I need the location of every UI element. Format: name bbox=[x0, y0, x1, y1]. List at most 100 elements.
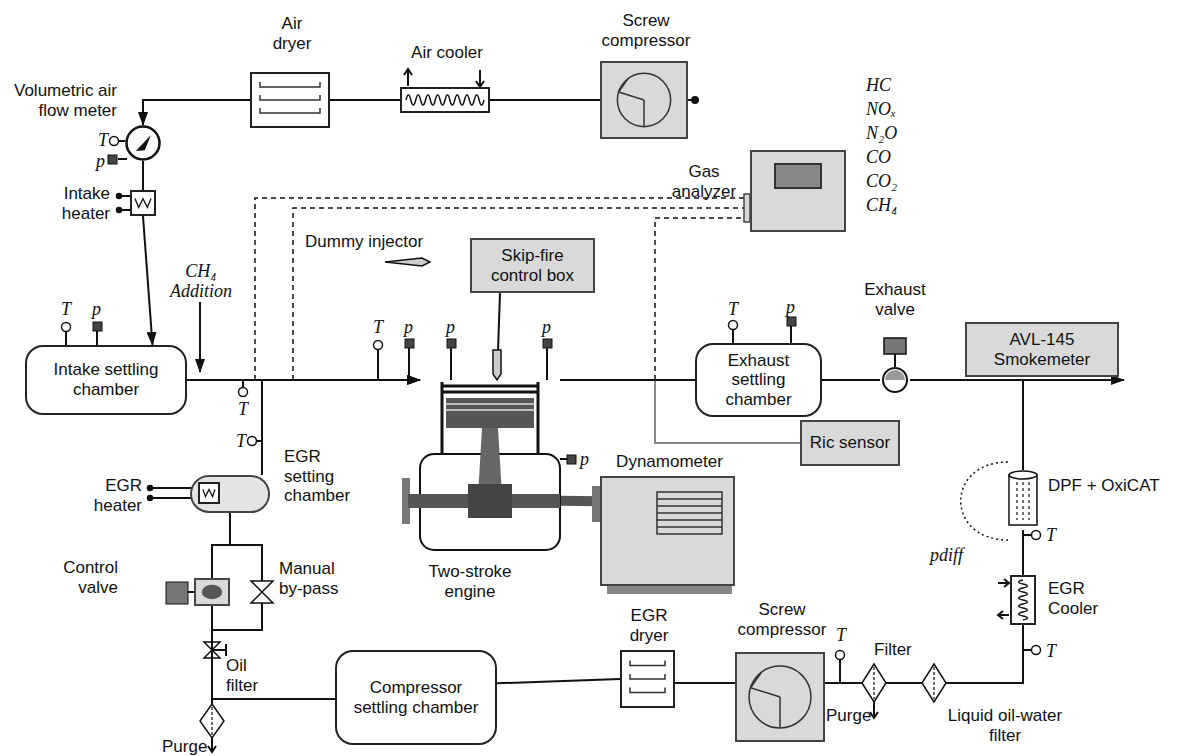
symbol-drawing bbox=[196, 580, 228, 604]
drawing-part bbox=[446, 404, 534, 410]
annotation-label: p bbox=[446, 318, 458, 338]
drawing-part bbox=[922, 664, 946, 702]
annotation-label: Purge bbox=[162, 737, 212, 756]
annotation-label: CH₄ bbox=[866, 196, 906, 216]
symbol-drawing bbox=[602, 478, 733, 584]
drawing-part bbox=[592, 486, 600, 522]
drawing-part bbox=[62, 137, 1041, 660]
drawing-part bbox=[493, 350, 501, 380]
pipe-connector bbox=[1022, 530, 1024, 575]
node-label: Filter bbox=[874, 640, 924, 660]
node-label: Screw compressor bbox=[732, 600, 832, 639]
drawing-part bbox=[255, 198, 968, 380]
control-valve: Control valve bbox=[194, 578, 230, 606]
drawing-part bbox=[619, 79, 644, 127]
drawing-part bbox=[657, 519, 722, 520]
annotation-label: CO bbox=[866, 148, 906, 168]
drawing-part bbox=[66, 69, 1124, 752]
drawing-part bbox=[260, 95, 320, 100]
drawing-part bbox=[883, 368, 907, 392]
pipe-connector bbox=[143, 100, 250, 125]
drawing-part bbox=[836, 651, 845, 660]
drawing-part bbox=[447, 339, 456, 348]
annotation-label: T bbox=[61, 300, 73, 320]
drawing-part bbox=[749, 666, 811, 728]
node-label: Liquid oil-water filter bbox=[940, 706, 1070, 745]
heater-box: EGR heater bbox=[198, 482, 220, 504]
symbol-drawing bbox=[1008, 470, 1038, 530]
settling-chamber: Intake settling chamber bbox=[25, 345, 187, 415]
node-label: Air dryer bbox=[267, 14, 317, 53]
annotation-label: HC bbox=[866, 76, 906, 96]
annotation-label: NOₓ bbox=[866, 100, 906, 120]
drawing-part bbox=[148, 496, 153, 501]
annotation-label: T bbox=[836, 626, 848, 646]
drawing-part bbox=[862, 664, 886, 702]
drawing-part bbox=[657, 512, 722, 513]
symbol-drawing bbox=[251, 581, 273, 603]
node-label: EGR heater bbox=[72, 476, 142, 515]
compressor-box: Screw compressor bbox=[600, 61, 688, 139]
pipe-connector bbox=[143, 216, 153, 345]
drawing-part bbox=[260, 82, 320, 87]
drawing-part bbox=[93, 155, 796, 604]
dryer-box: Air dryer bbox=[250, 72, 330, 128]
drawing-part bbox=[110, 137, 119, 146]
symbol-drawing bbox=[420, 380, 560, 555]
drawing-part bbox=[135, 199, 151, 208]
symbol-drawing bbox=[752, 152, 844, 230]
drawing-part bbox=[873, 667, 874, 699]
drawing-part bbox=[108, 155, 117, 164]
annotation-label: T bbox=[373, 318, 385, 338]
node-text: Compressor settling chamber bbox=[337, 678, 495, 717]
annotation-label: T bbox=[98, 131, 110, 151]
settling-chamber: Exhaust settling chamber bbox=[695, 343, 822, 417]
drawing-part bbox=[657, 492, 722, 534]
settling-chamber: Compressor settling chamber bbox=[335, 650, 497, 745]
node-text: Intake settling chamber bbox=[27, 360, 185, 399]
node-label: EGR setting chamber bbox=[284, 447, 364, 506]
node-text: Exhaust settling chamber bbox=[697, 351, 820, 410]
drawing-part bbox=[543, 339, 552, 348]
drawing-part bbox=[117, 194, 122, 199]
filter-cylinder: DPF + OxiCAT bbox=[1008, 470, 1038, 530]
drawing-part bbox=[961, 462, 1008, 540]
node-text: Skip-fire control box bbox=[472, 246, 593, 285]
drawing-part bbox=[136, 135, 151, 151]
drawing-part bbox=[657, 505, 722, 506]
drawing-part bbox=[239, 388, 248, 397]
filter-symbol: Filter bbox=[862, 664, 886, 702]
drawing-part bbox=[885, 370, 905, 380]
drawing-part bbox=[446, 398, 534, 428]
drawing-part bbox=[657, 526, 722, 527]
symbol-drawing bbox=[1012, 577, 1034, 623]
node-label: EGR Cooler bbox=[1048, 579, 1108, 618]
drawing-part bbox=[212, 644, 226, 656]
drawing-part bbox=[211, 707, 212, 735]
symbol-drawing bbox=[622, 652, 673, 706]
drawing-part bbox=[374, 341, 383, 350]
annotation-label: T bbox=[1046, 642, 1058, 662]
pipe-connector bbox=[910, 380, 1023, 470]
annotation-label: CH₄ Addition bbox=[168, 262, 234, 302]
symbol-drawing bbox=[880, 362, 910, 398]
drawing-part bbox=[630, 661, 665, 666]
pipe-connector bbox=[822, 379, 880, 381]
drawing-part bbox=[251, 581, 273, 603]
filter-symbol: Oil filter bbox=[200, 704, 224, 738]
pipe-connector bbox=[490, 99, 600, 101]
drawing-part bbox=[1019, 580, 1028, 620]
drawing-part bbox=[630, 688, 665, 693]
drawing-part bbox=[933, 667, 934, 699]
drawing-part bbox=[202, 585, 222, 599]
heater-box: Intake heater bbox=[130, 190, 156, 216]
drawing-part bbox=[1017, 482, 1029, 520]
drawing-part bbox=[691, 96, 699, 104]
node-label: Two-stroke engine bbox=[420, 562, 520, 601]
node-label: Volumetric air flow meter bbox=[7, 81, 117, 120]
drawing-part bbox=[894, 354, 896, 368]
drawing-part bbox=[385, 258, 430, 266]
node-label: Air cooler bbox=[402, 43, 492, 63]
